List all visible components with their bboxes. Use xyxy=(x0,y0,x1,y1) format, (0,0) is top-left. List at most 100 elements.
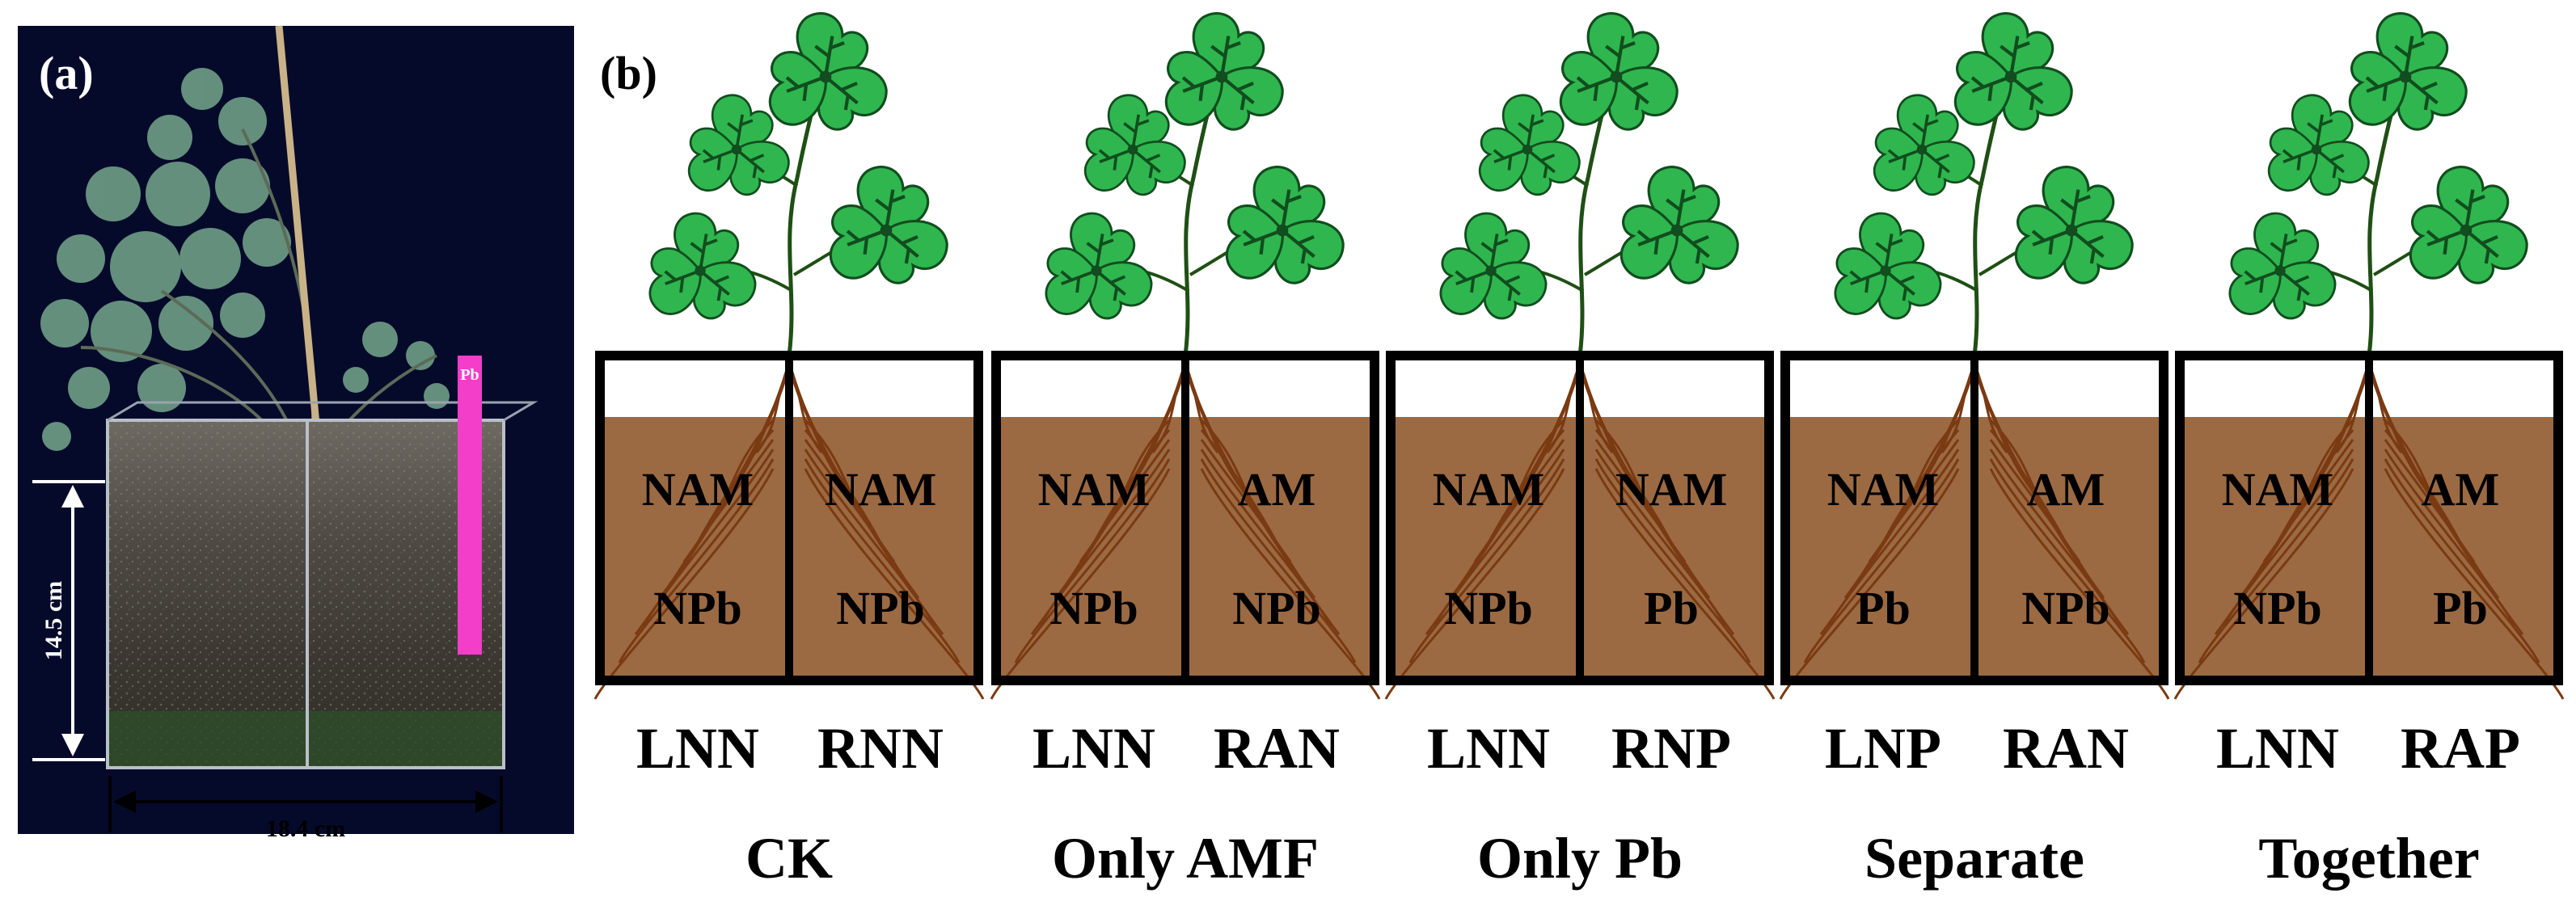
plant xyxy=(1045,12,1345,356)
leaf-vein xyxy=(2404,75,2439,111)
leaf-vein xyxy=(1489,269,1521,301)
leaf-vein xyxy=(2315,148,2345,179)
leaf-vein xyxy=(2000,36,2030,78)
treatment-group-label: Separate xyxy=(1864,826,2084,891)
leaf-center xyxy=(1091,265,1102,276)
roots xyxy=(2173,363,2565,700)
clover-leaf-icon xyxy=(2228,212,2337,320)
leaf-vein xyxy=(735,148,765,179)
leaf-vein xyxy=(1086,234,1114,272)
leaf-center xyxy=(1610,70,1623,83)
roots xyxy=(1779,363,2170,700)
leaf-vein xyxy=(1666,189,1696,231)
leaf-vein xyxy=(2060,189,2091,231)
panel-b-label: (b) xyxy=(600,47,657,99)
leaf-vein xyxy=(2365,75,2406,102)
leaf-vein xyxy=(1242,229,1283,255)
right-compartment-fungi: NAM xyxy=(825,463,937,516)
leaf-vein xyxy=(727,114,754,150)
leaf-vein xyxy=(1875,234,1903,272)
width-measure: 18.4 cm xyxy=(266,815,345,842)
panel-a-photo: Pb (a) 14.5 cm xyxy=(18,25,574,834)
right-compartment-fungi: NAM xyxy=(1615,463,1728,516)
clover-leaf-icon xyxy=(648,212,757,320)
leaf-vein xyxy=(1480,234,1509,272)
roots xyxy=(1384,363,1776,700)
leaf-center xyxy=(2004,70,2017,83)
leaf-center xyxy=(1485,265,1497,276)
root-strand xyxy=(1014,458,1171,663)
plant xyxy=(2228,12,2528,356)
leaf-vein xyxy=(2009,75,2044,111)
leaf-vein xyxy=(1271,189,1302,231)
leaf-center xyxy=(695,265,706,276)
clover-leaf-icon xyxy=(2409,166,2528,284)
left-compartment-pb: NPb xyxy=(1444,582,1533,634)
leaf-vein xyxy=(1912,114,1939,150)
leaf-vein xyxy=(699,269,730,301)
leaf-vein xyxy=(1605,36,1636,78)
leaf-vein xyxy=(2282,148,2317,171)
clover-leaf-icon xyxy=(1478,94,1581,196)
right-compartment-pb: NPb xyxy=(1232,582,1321,634)
right-code: RAN xyxy=(2003,716,2129,781)
right-compartment-fungi: AM xyxy=(2027,463,2105,516)
leaf-vein xyxy=(1884,269,1915,301)
right-code: RAP xyxy=(2401,716,2520,781)
left-compartment-pb: NPb xyxy=(2233,582,2322,634)
root-strand xyxy=(1989,458,2146,663)
leaf-vein xyxy=(1098,148,1134,171)
right-compartment-pb: Pb xyxy=(1644,582,1699,634)
leaf-vein xyxy=(2070,229,2105,264)
leaf-vein xyxy=(2394,36,2425,78)
left-compartment-fungi: NAM xyxy=(1038,463,1151,516)
leaf-center xyxy=(1522,144,1533,155)
leaf-vein xyxy=(1281,229,1315,264)
leaf-vein xyxy=(1455,269,1492,293)
clover-leaf-icon xyxy=(2267,94,2370,196)
left-code: LNN xyxy=(1427,716,1550,781)
root-strand xyxy=(2214,363,2371,635)
leaf-vein xyxy=(1181,75,1223,102)
root-strand xyxy=(634,363,791,635)
clover-leaf-icon xyxy=(1620,166,1739,284)
leaf-vein xyxy=(1123,114,1150,150)
panel-a-label: (a) xyxy=(39,47,94,99)
left-compartment-fungi: NAM xyxy=(1827,463,1940,516)
leaf-vein xyxy=(1220,75,1255,111)
leaf-center xyxy=(731,144,742,155)
treatment-group-label: CK xyxy=(745,826,833,891)
leaf-center xyxy=(2399,70,2412,83)
root-strand xyxy=(1425,363,1581,635)
roots xyxy=(990,363,1381,700)
root-strand xyxy=(618,458,775,663)
leaf-center xyxy=(1215,70,1228,83)
clover-leaf-icon xyxy=(2348,12,2468,131)
right-compartment-pb: NPb xyxy=(2021,582,2110,634)
leaf-vein xyxy=(1675,229,1710,264)
leaf-vein xyxy=(2270,234,2298,272)
clover-leaf-icon xyxy=(1439,212,1548,320)
treatment-group-label: Together xyxy=(2258,826,2479,891)
height-dimension xyxy=(32,480,105,761)
leaf-vein xyxy=(1849,269,1886,293)
clover-leaf-icon xyxy=(1164,12,1284,131)
plant xyxy=(648,12,948,356)
root-strand xyxy=(1803,458,1960,663)
root-strand xyxy=(1578,363,1735,635)
leaf-vein xyxy=(875,189,906,231)
leaf-vein xyxy=(2307,114,2333,150)
clover-leaf-icon xyxy=(829,166,948,284)
leaf-vein xyxy=(1920,148,1950,179)
root-strand xyxy=(1200,458,1357,663)
treatment-group-label: Only AMF xyxy=(1052,826,1319,891)
leaf-vein xyxy=(846,229,887,255)
leaf-center xyxy=(1127,144,1138,155)
leaf-center xyxy=(2274,265,2286,276)
left-compartment-fungi: NAM xyxy=(1433,463,1545,516)
clover-leaf-icon xyxy=(2014,166,2134,284)
glass-top-edge xyxy=(107,401,538,422)
leaf-vein xyxy=(785,75,826,102)
